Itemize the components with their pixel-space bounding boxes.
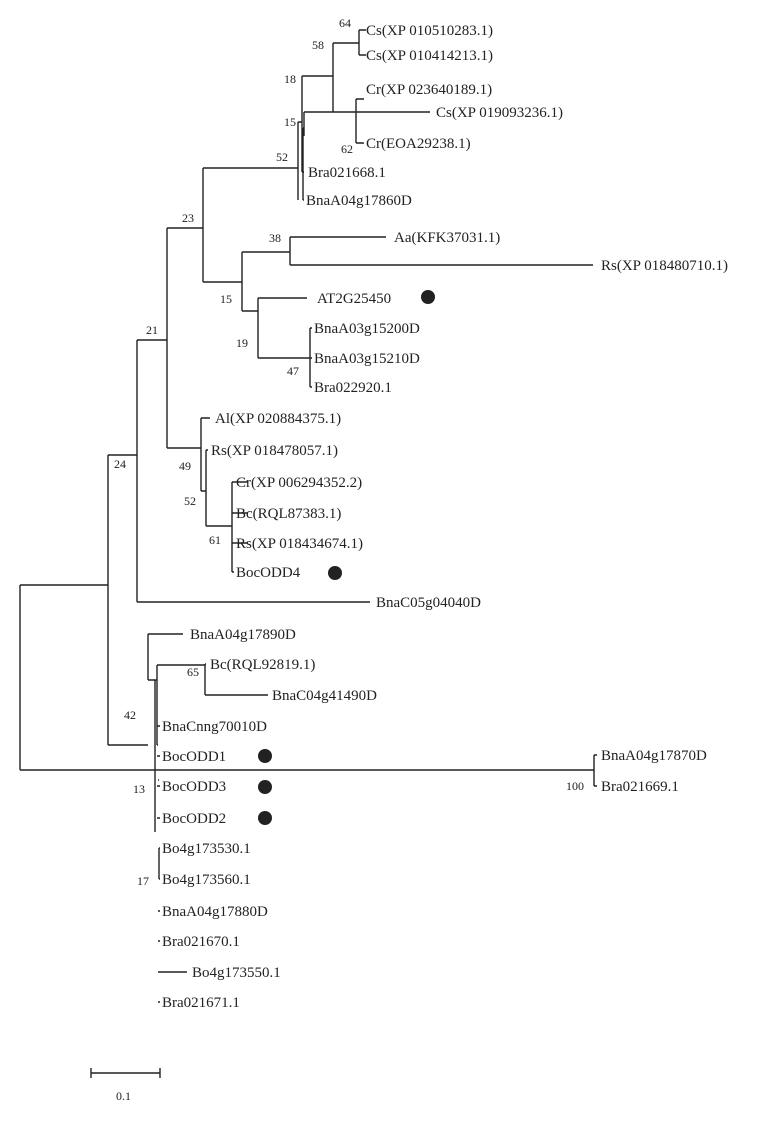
leaf-label: BocODD4 xyxy=(236,565,301,581)
leaf-label: BocODD3 xyxy=(162,779,226,795)
leaf-label: Cs(XP 010510283.1) xyxy=(366,23,493,39)
leaf-label: Al(XP 020884375.1) xyxy=(215,411,341,427)
bootstrap-value: 100 xyxy=(566,779,584,793)
bootstrap-value: 19 xyxy=(236,336,248,350)
leaf-label: Bo4g173560.1 xyxy=(162,872,251,888)
bootstrap-value: 23 xyxy=(182,211,194,225)
leaf-label: Bc(RQL87383.1) xyxy=(236,506,341,522)
bootstrap-value: 62 xyxy=(341,142,353,156)
leaf-label: BocODD2 xyxy=(162,811,226,827)
leaf-label: Bra021671.1 xyxy=(162,995,240,1011)
leaf-label: Bc(RQL92819.1) xyxy=(210,657,315,673)
bootstrap-value: 13 xyxy=(133,782,145,796)
leaf-label: Bo4g173530.1 xyxy=(162,841,251,857)
bootstrap-values: 64 58 18 15 62 52 23 38 15 19 47 21 49 5… xyxy=(114,16,584,888)
bootstrap-value: 61 xyxy=(209,533,221,547)
leaf-label: Cr(EOA29238.1) xyxy=(366,136,471,152)
leaf-label: Cr(XP 006294352.2) xyxy=(236,475,362,491)
bootstrap-value: 24 xyxy=(114,457,126,471)
tree-branches xyxy=(19,29,597,1003)
leaf-label: BnaA03g15210D xyxy=(314,351,420,367)
leaf-label: BnaC05g04040D xyxy=(376,595,481,611)
scale-bar: 0.1 xyxy=(90,1068,161,1103)
leaf-label: BnaA04g17870D xyxy=(601,748,707,764)
bootstrap-value: 38 xyxy=(269,231,281,245)
scale-bar-label: 0.1 xyxy=(116,1089,131,1103)
bootstrap-value: 15 xyxy=(220,292,232,306)
leaf-label: BnaA04g17890D xyxy=(190,627,296,643)
bootstrap-value: 52 xyxy=(276,150,288,164)
bootstrap-value: 17 xyxy=(137,874,149,888)
marker-dot xyxy=(258,811,272,825)
leaf-label: BnaA03g15200D xyxy=(314,321,420,337)
marker-dot xyxy=(328,566,342,580)
marker-dot xyxy=(258,780,272,794)
scale-bar-line xyxy=(90,1068,161,1078)
leaf-label: Cr(XP 023640189.1) xyxy=(366,82,492,98)
leaf-labels: Cs(XP 010510283.1) Cs(XP 010414213.1) Cs… xyxy=(162,23,728,1011)
leaf-label: BocODD1 xyxy=(162,749,226,765)
bootstrap-value: 47 xyxy=(287,364,299,378)
leaf-label: Bra021668.1 xyxy=(308,165,386,181)
marker-dot xyxy=(421,290,435,304)
marker-dots xyxy=(258,290,435,825)
leaf-label: BnaA04g17860D xyxy=(306,193,412,209)
bootstrap-value: 49 xyxy=(179,459,191,473)
leaf-label: BnaCnng70010D xyxy=(162,719,267,735)
bootstrap-value: 65 xyxy=(187,665,199,679)
bootstrap-value: 21 xyxy=(146,323,158,337)
leaf-label: BnaA04g17880D xyxy=(162,904,268,920)
leaf-label: BnaC04g41490D xyxy=(272,688,377,704)
bootstrap-value: 18 xyxy=(284,72,296,86)
bootstrap-value: 58 xyxy=(312,38,324,52)
bootstrap-value: 15 xyxy=(284,115,296,129)
marker-dot xyxy=(258,749,272,763)
leaf-label: Bra022920.1 xyxy=(314,380,392,396)
leaf-label: Bra021669.1 xyxy=(601,779,679,795)
bootstrap-value: 42 xyxy=(124,708,136,722)
bootstrap-value: 64 xyxy=(339,16,351,30)
leaf-label: AT2G25450 xyxy=(317,291,391,307)
leaf-label: Rs(XP 018434674.1) xyxy=(236,536,363,552)
bootstrap-value: 52 xyxy=(184,494,196,508)
leaf-label: Aa(KFK37031.1) xyxy=(394,230,500,246)
leaf-label: Bo4g173550.1 xyxy=(192,965,281,981)
leaf-label: Rs(XP 018478057.1) xyxy=(211,443,338,459)
leaf-label: Cs(XP 019093236.1) xyxy=(436,105,563,121)
leaf-label: Cs(XP 010414213.1) xyxy=(366,48,493,64)
leaf-label: Rs(XP 018480710.1) xyxy=(601,258,728,274)
leaf-label: Bra021670.1 xyxy=(162,934,240,950)
